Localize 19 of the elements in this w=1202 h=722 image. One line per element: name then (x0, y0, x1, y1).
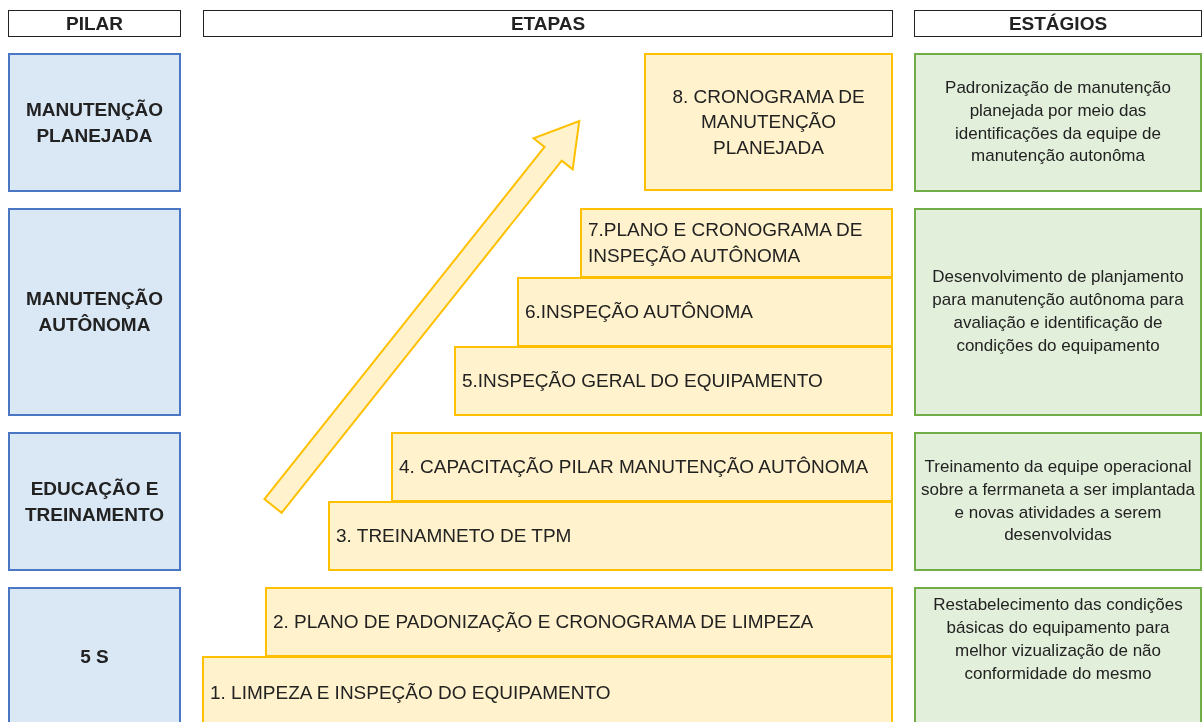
step-box: 5.INSPEÇÃO GERAL DO EQUIPAMENTO (454, 346, 893, 416)
step-box: 2. PLANO DE PADONIZAÇÃO E CRONOGRAMA DE LIMPEZA (265, 587, 893, 657)
stage-box: Treinamento da equipe operacional sobre a ferrmaneta a ser implantada e novas atividades a serem desenvolvidas (914, 432, 1202, 571)
header-cell: ETAPAS (203, 10, 893, 37)
stage-box: Padronização de manutenção planejada por meio das identificações da equipe de manutenção autonôma (914, 53, 1202, 192)
stage-box: Desenvolvimento de planjamento para manutenção autônoma para avaliação e identificação de condições do equipamento (914, 208, 1202, 416)
step-box: 8. CRONOGRAMA DE MANUTENÇÃO PLANEJADA (644, 53, 893, 191)
pillar-box: 5 S (8, 587, 181, 722)
pillar-box: MANUTENÇÃO AUTÔNOMA (8, 208, 181, 416)
step-box: 4. CAPACITAÇÃO PILAR MANUTENÇÃO AUTÔNOMA (391, 432, 893, 502)
stage-box: Restabelecimento das condições básicas do equipamento para melhor vizualização de não conformidade do mesmo (914, 587, 1202, 722)
pillar-box: MANUTENÇÃO PLANEJADA (8, 53, 181, 192)
step-box: 3. TREINAMNETO DE TPM (328, 501, 893, 571)
header-cell: ESTÁGIOS (914, 10, 1202, 37)
header-cell: PILAR (8, 10, 181, 37)
step-box: 7.PLANO E CRONOGRAMA DE INSPEÇÃO AUTÔNOMA (580, 208, 893, 278)
step-box: 6.INSPEÇÃO AUTÔNOMA (517, 277, 893, 347)
pillar-box: EDUCAÇÃO E TREINAMENTO (8, 432, 181, 571)
step-box: 1. LIMPEZA E INSPEÇÃO DO EQUIPAMENTO (202, 656, 893, 722)
